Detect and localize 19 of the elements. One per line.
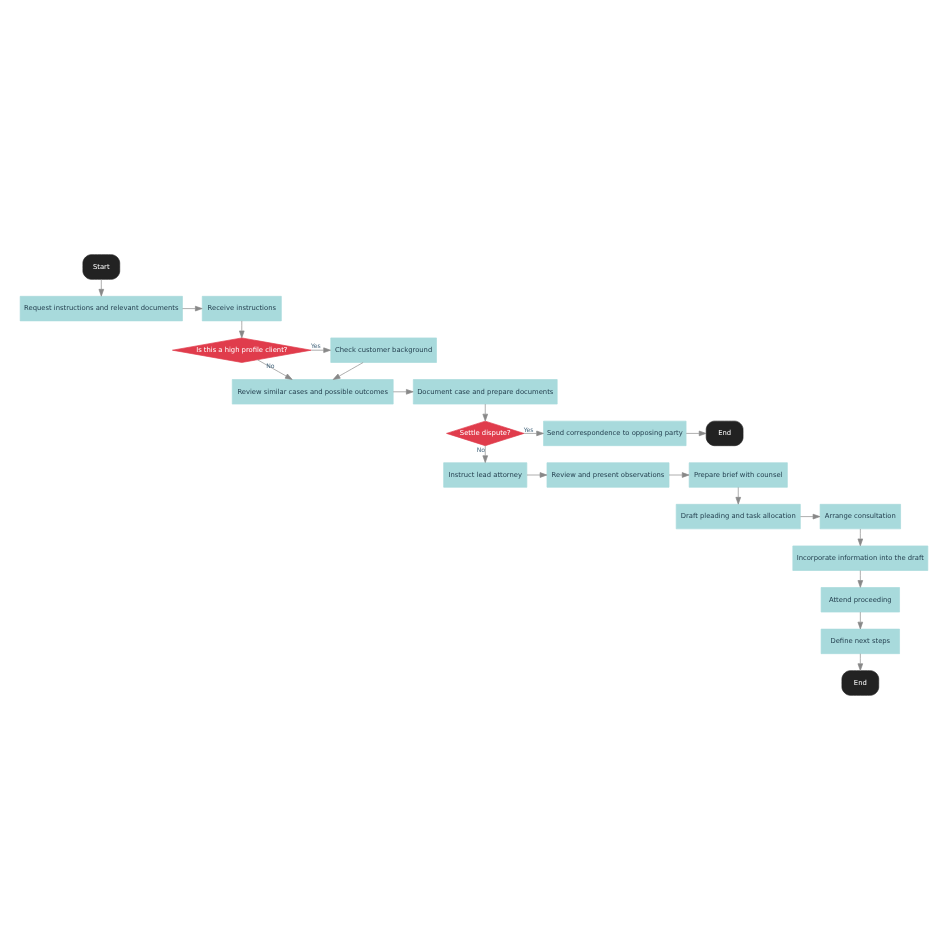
arrow <box>523 429 544 436</box>
arrow <box>857 527 864 546</box>
arrow <box>482 402 488 421</box>
arrow <box>182 304 203 311</box>
arrow <box>668 471 690 477</box>
arrow <box>735 486 741 504</box>
arrow <box>392 388 414 394</box>
arrow <box>857 610 864 629</box>
arrow <box>311 346 331 352</box>
arrow <box>685 429 707 436</box>
arrow <box>857 652 864 670</box>
arrow <box>482 444 488 462</box>
arrow <box>98 278 105 296</box>
arrow <box>800 512 821 519</box>
arrow <box>257 358 293 379</box>
arrow <box>239 319 245 338</box>
arrow <box>526 471 548 477</box>
arrow <box>332 361 364 379</box>
arrow <box>857 569 864 587</box>
